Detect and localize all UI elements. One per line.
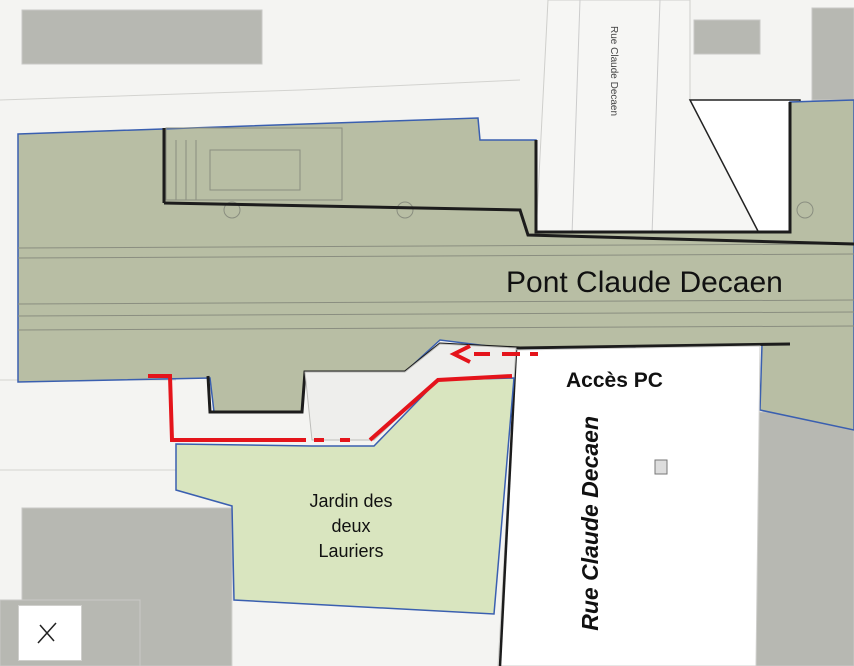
- garden-label-line-1: Jardin des: [309, 491, 393, 511]
- access-path: [148, 374, 513, 442]
- street-top: [535, 0, 801, 236]
- garden-label-line-2: deux: [331, 516, 371, 536]
- building-top-right: [811, 7, 854, 101]
- garden-label-line-3: Lauriers: [318, 541, 384, 561]
- street-bottom: [497, 345, 761, 666]
- bridge-label: Pont Claude Decaen: [506, 266, 783, 299]
- access-label: Accès PC: [566, 369, 663, 392]
- building-top-right-small: [693, 19, 761, 55]
- building-top-left: [21, 9, 263, 65]
- bridge-details: [17, 127, 854, 331]
- street-label-small-text: Rue Claude Decaen: [608, 26, 619, 117]
- street-label-vertical-text: Rue Claude Decaen: [577, 416, 603, 631]
- street-furniture: [654, 459, 668, 475]
- compass-cross-icon: [18, 605, 82, 661]
- building-bottom-right: [755, 411, 854, 666]
- garden-area: [175, 377, 515, 615]
- garden-label: Jardin des deux Lauriers: [293, 489, 409, 564]
- access-arrow: [449, 344, 538, 364]
